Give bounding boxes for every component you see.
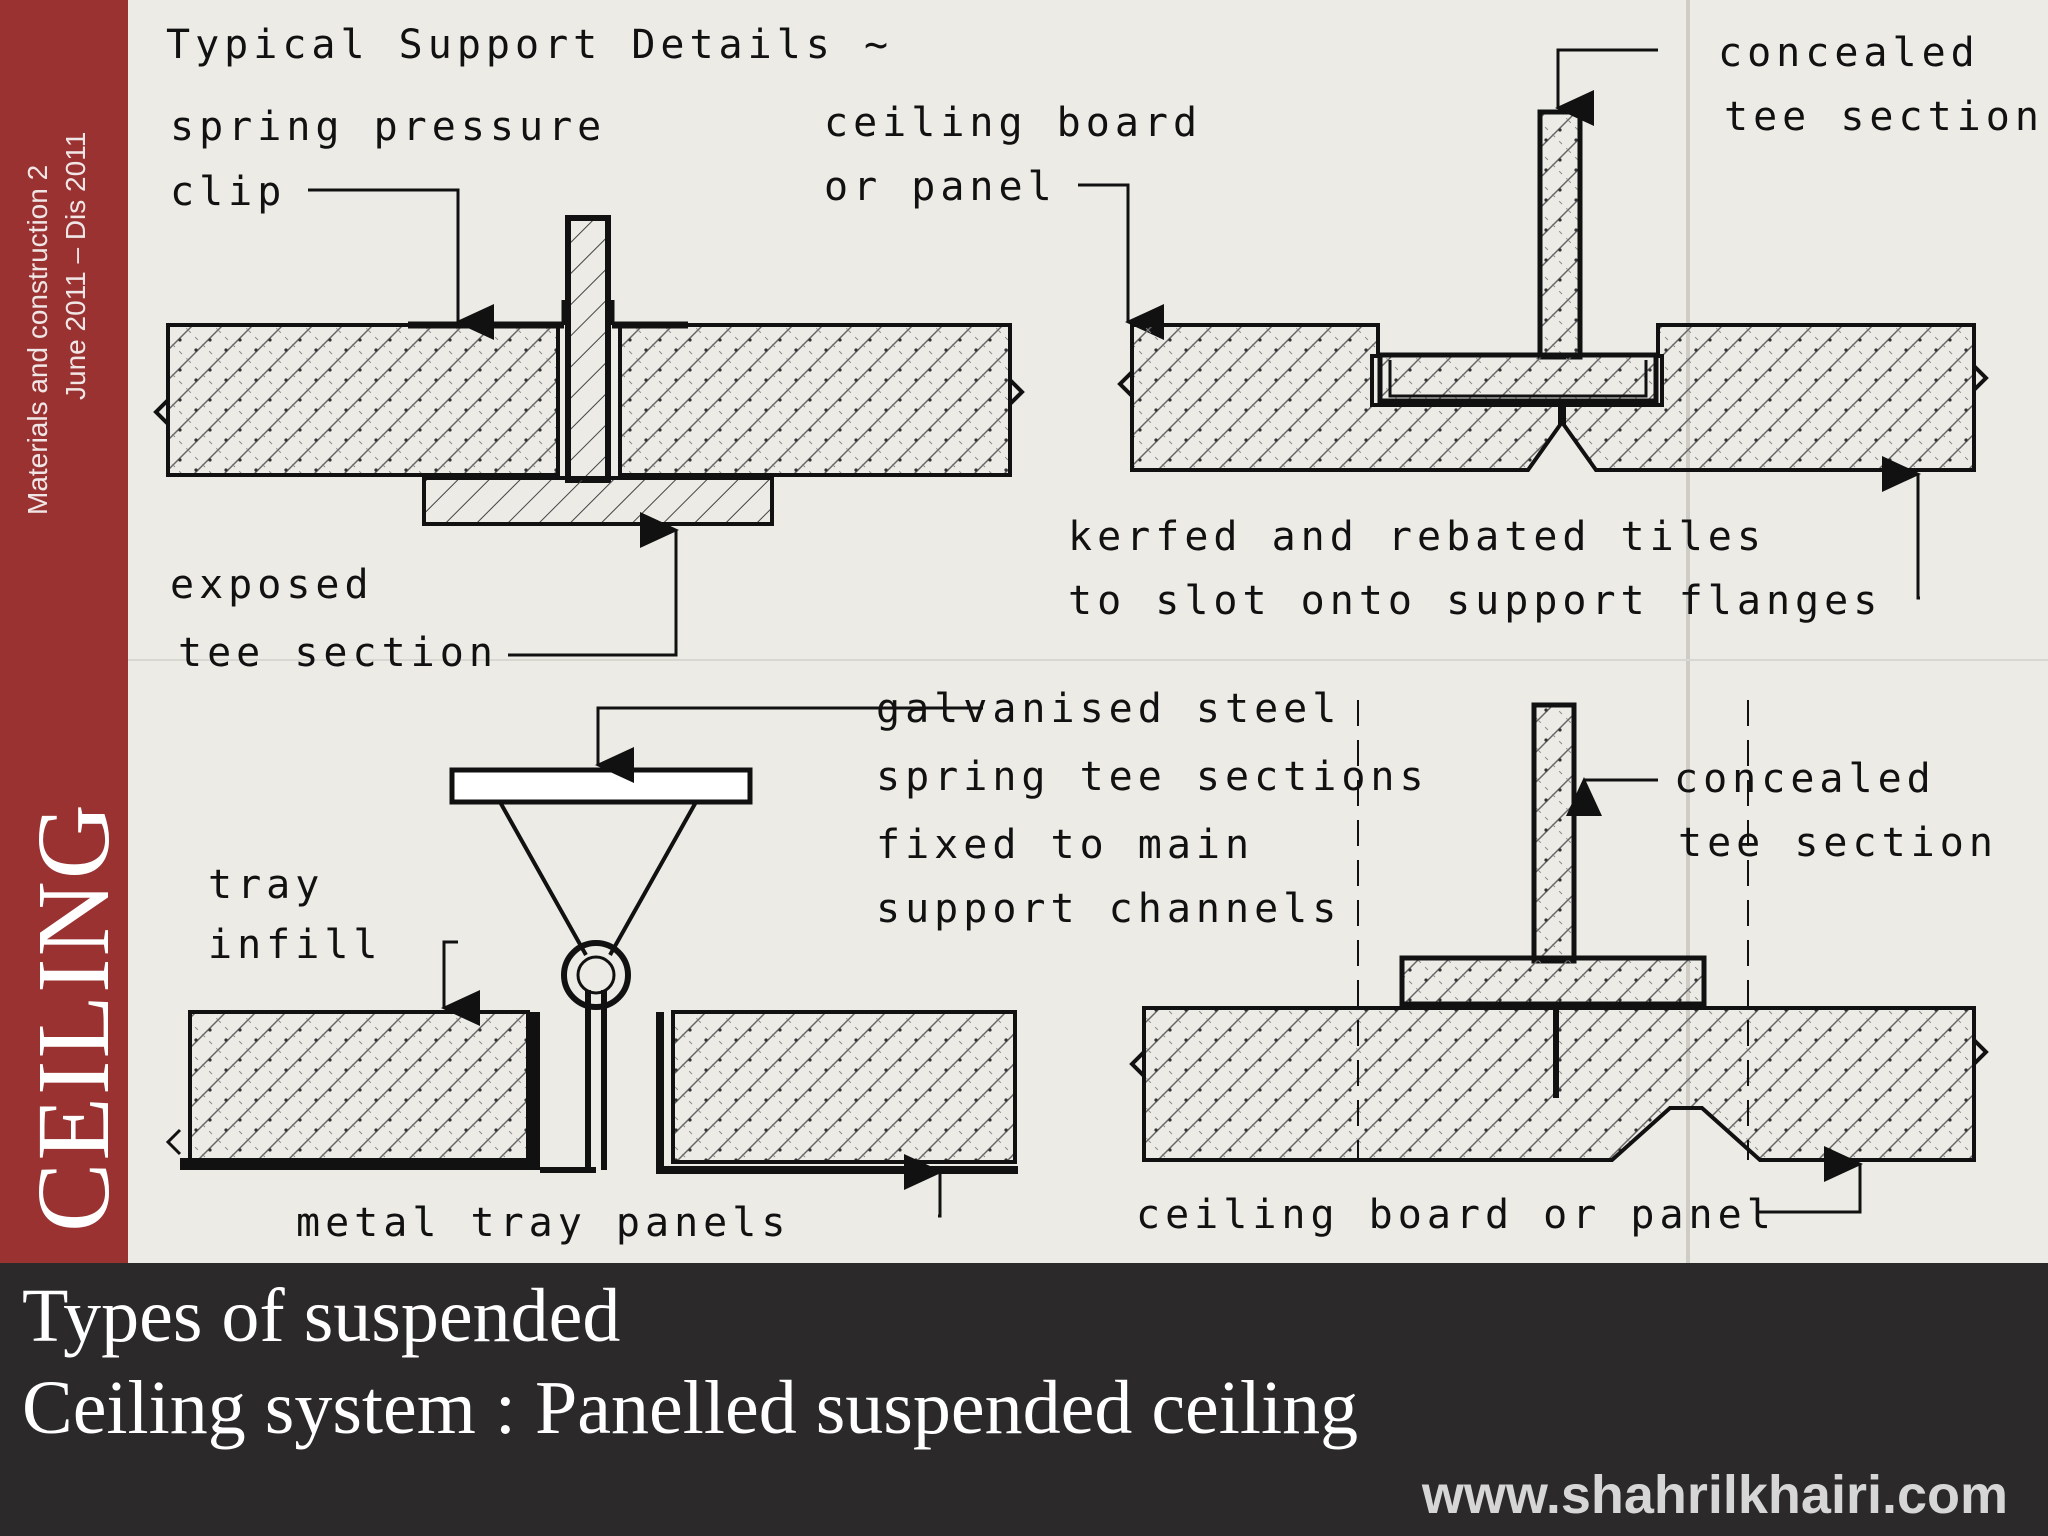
- support-details-diagram: Typical Support Details ~ spring pressur…: [128, 0, 2048, 1263]
- diagram-title: Typical Support Details ~: [166, 22, 893, 68]
- diagram-panel: Typical Support Details ~ spring pressur…: [128, 0, 2048, 1263]
- label-exposed-tee-1: exposed: [170, 562, 374, 608]
- course-dates: June 2011 – Dis 2011: [60, 131, 91, 400]
- label-ceiling-board-2: or panel: [824, 164, 1057, 210]
- label-kerfed-2: to slot onto support flanges: [1068, 578, 1882, 624]
- diagram-labels: Typical Support Details ~ spring pressur…: [166, 22, 2044, 1246]
- detail-metal-tray: [165, 767, 1018, 1174]
- label-kerfed-1: kerfed and rebated tiles: [1068, 514, 1766, 560]
- leaders-detail-1: [308, 183, 1164, 657]
- leaders-detail-4: [1566, 777, 1863, 1214]
- label-galvanised-4: support channels: [876, 886, 1341, 932]
- label-ceiling-board-bottom: ceiling board or panel: [1136, 1192, 1776, 1238]
- label-metal-tray: metal tray panels: [296, 1200, 790, 1246]
- label-exposed-tee-2: tee section: [178, 630, 498, 676]
- label-spring-clip-2: clip: [170, 169, 286, 215]
- label-concealed-tee-b-2: tee section: [1678, 820, 1998, 866]
- detail-concealed-tee: [1129, 700, 1989, 1162]
- label-galvanised-3: fixed to main: [876, 822, 1254, 868]
- slide-caption: Types of suspended Ceiling system : Pane…: [22, 1270, 1358, 1454]
- caption-line-1: Types of suspended: [22, 1274, 621, 1358]
- sidebar: Materials and construction 2 June 2011 –…: [0, 0, 128, 1263]
- leaders-detail-2: [1555, 48, 1921, 600]
- course-title: Materials and construction 2: [22, 164, 53, 515]
- detail-exposed-tee: [153, 215, 1025, 526]
- label-concealed-tee-b-1: concealed: [1674, 756, 1936, 802]
- label-concealed-tee-a-2: tee section: [1724, 94, 2044, 140]
- website-url: www.shahrilkhairi.com: [1421, 1465, 2008, 1525]
- label-tray-infill-1: tray: [208, 862, 324, 908]
- label-concealed-tee-a-1: concealed: [1718, 30, 1980, 76]
- leaders-detail-3: [441, 706, 983, 1218]
- label-spring-clip-1: spring pressure: [170, 104, 606, 150]
- section-title: CEILING: [16, 802, 128, 1232]
- detail-kerfed-tiles: [1117, 109, 1989, 472]
- label-tray-infill-2: infill: [208, 922, 383, 968]
- label-ceiling-board-1: ceiling board: [824, 100, 1202, 146]
- caption-line-2: Ceiling system : Panelled suspended ceil…: [22, 1366, 1359, 1450]
- label-galvanised-1: galvanised steel: [876, 686, 1341, 732]
- label-galvanised-2: spring tee sections: [876, 754, 1429, 800]
